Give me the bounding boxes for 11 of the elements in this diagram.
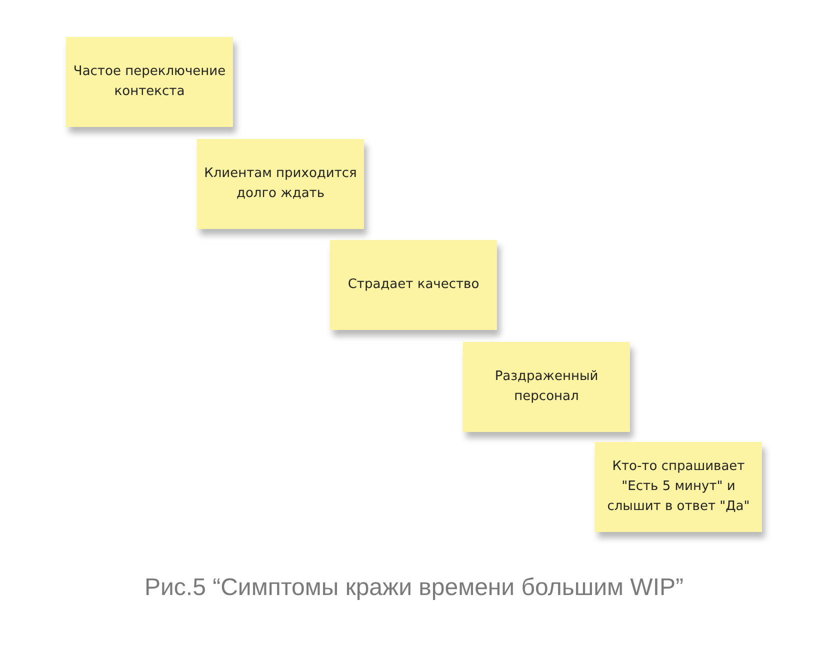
note-text: Кто-то спрашивает "Есть 5 минут" и слышит в ответ "Да" [606,458,751,516]
sticky-note [595,442,762,532]
sticky-note [463,342,630,432]
caption: Рис.5 “Симптомы кражи времени большим WIP” [144,574,684,602]
sticky-note [197,139,364,229]
sticky-note [330,240,497,330]
note-text: Клиентам приходится долго ждать [203,165,358,203]
note-text: Частое переключение контекста [72,63,227,101]
note-text: Раздраженный персонал [494,368,600,406]
sticky-note [66,37,233,127]
note-text: Страдает качество [348,276,480,294]
